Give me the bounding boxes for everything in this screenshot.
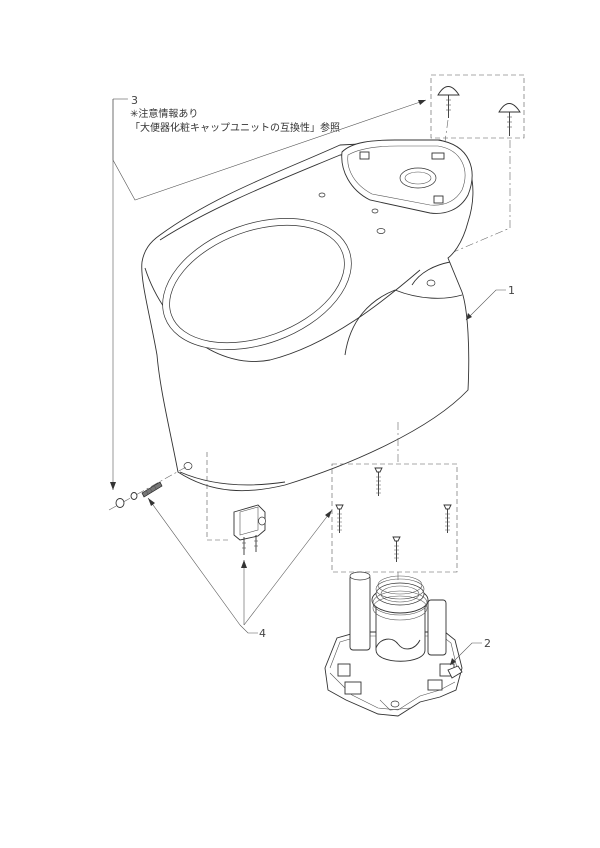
socket-tab xyxy=(337,663,351,677)
washer-icon xyxy=(115,498,125,508)
screws-dashed-box xyxy=(331,463,458,573)
socket-post xyxy=(427,599,447,656)
note-line-1: ✳注意情報あり xyxy=(130,107,198,120)
screw-icon xyxy=(374,467,383,496)
plate-tab xyxy=(431,152,445,160)
callout-3-group: 3 ✳注意情報あり 「大便器化粧キャップユニットの互換性」参照 xyxy=(110,94,427,490)
drain-socket-base xyxy=(324,571,463,717)
callout-1-group: 1 xyxy=(465,284,515,321)
side-bolt-icon xyxy=(141,481,163,498)
callout-4-label: 4 xyxy=(259,627,266,640)
toilet-bowl-body xyxy=(141,139,474,541)
nut-icon xyxy=(130,492,138,500)
socket-post xyxy=(349,574,371,651)
screw-icon xyxy=(392,536,401,562)
socket-tab xyxy=(344,681,362,695)
cap-dashed-box xyxy=(430,74,525,139)
bracket-group xyxy=(233,504,266,555)
side-bolt-group xyxy=(108,466,187,511)
plate-tab xyxy=(433,195,444,204)
callout-1-label: 1 xyxy=(508,284,515,297)
callout-2-group: 2 xyxy=(449,637,491,666)
screws-group xyxy=(331,422,458,585)
callout-3-label: 3 xyxy=(131,94,138,107)
callout-4-group: 4 xyxy=(147,497,333,640)
screw-icon xyxy=(443,504,452,533)
socket-tab xyxy=(427,679,443,691)
screw-icon xyxy=(335,504,344,533)
note-line-2: 「大便器化粧キャップユニットの互換性」参照 xyxy=(130,121,340,134)
plate-tab xyxy=(359,151,370,160)
cap-icon xyxy=(498,103,521,136)
cap-icon xyxy=(437,86,460,118)
callout-2-label: 2 xyxy=(484,637,491,650)
